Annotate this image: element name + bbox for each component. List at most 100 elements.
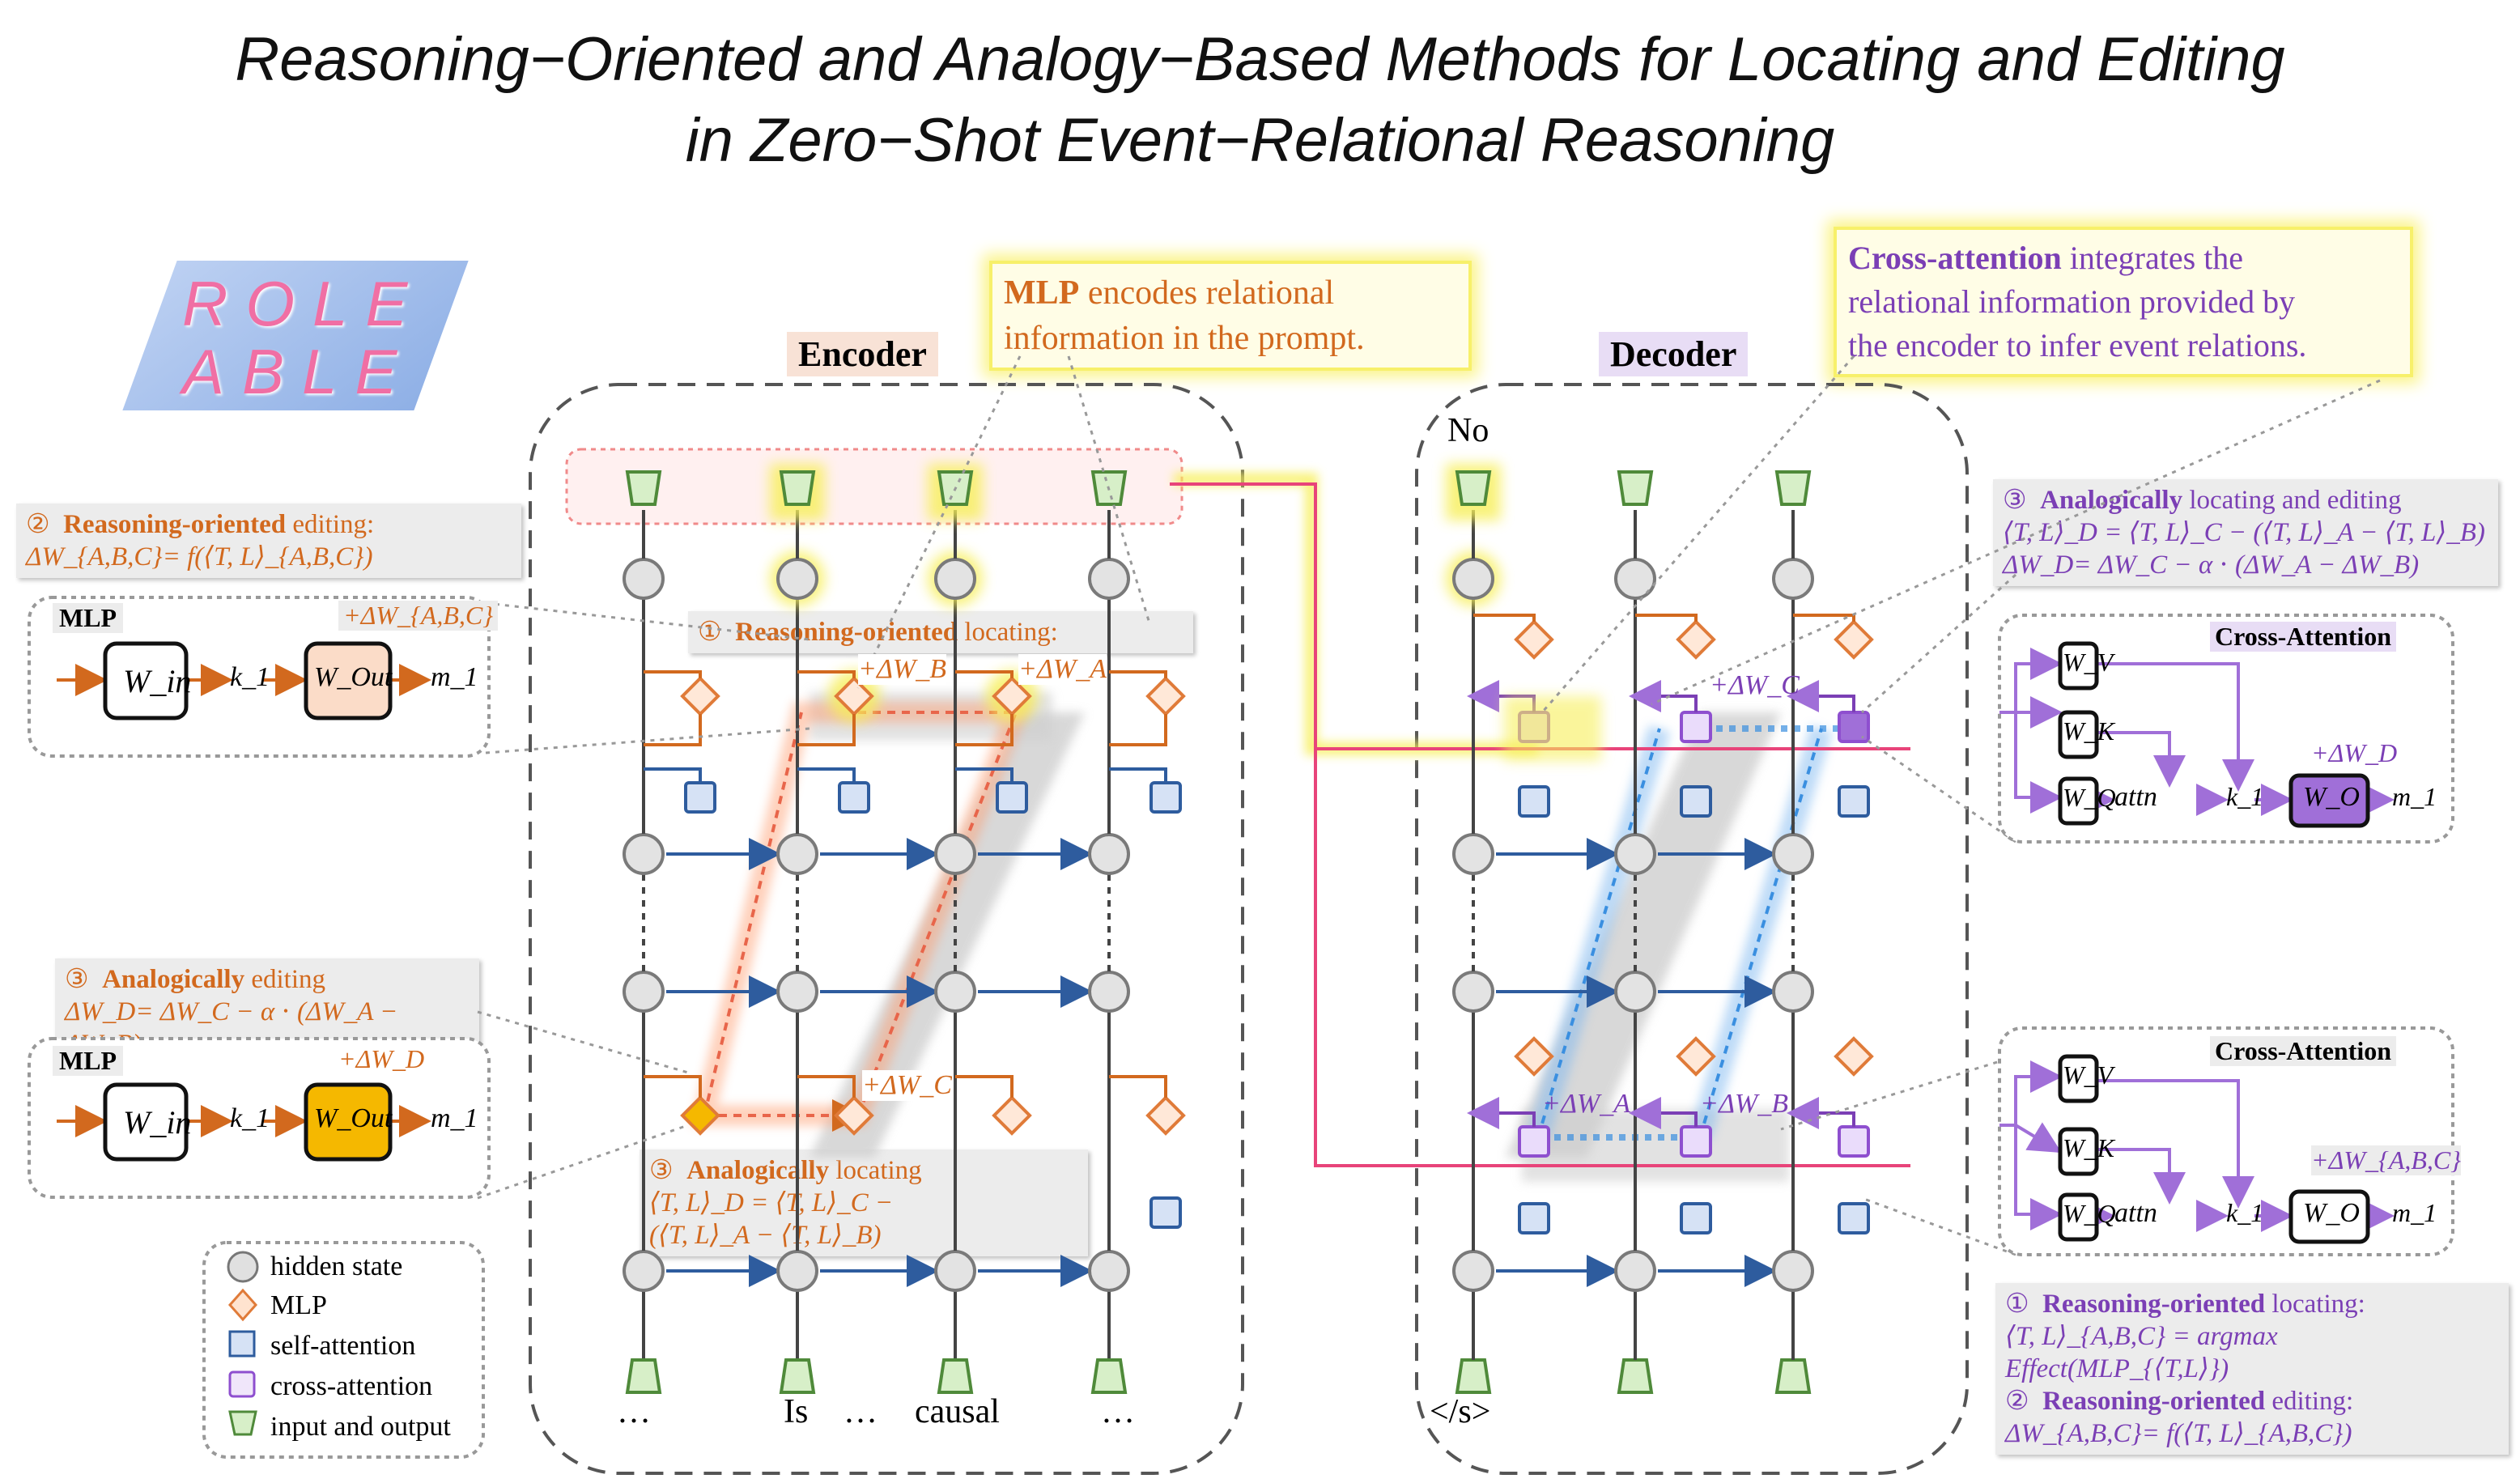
delta-c-decoder: +ΔW_C <box>1710 670 1800 700</box>
self-attention-node <box>996 781 1028 814</box>
self-attention-node <box>838 781 870 814</box>
mlp-node <box>1514 1036 1554 1077</box>
io-trapezoid <box>1774 470 1812 506</box>
hidden-state-node <box>1772 971 1814 1013</box>
delta-abc-label-right: +ΔW_{A,B,C} <box>2311 1145 2462 1175</box>
io-trapezoid <box>625 470 662 506</box>
hidden-state-node <box>934 558 976 600</box>
mlp-node <box>1145 1095 1186 1136</box>
cross-attention-callout: Cross-attention integrates the relationa… <box>1834 227 2413 377</box>
attn-label-bottom: attn <box>2114 1198 2157 1228</box>
title-line-2: in Zero−Shot Event−Relational Reasoning <box>685 106 1835 175</box>
w-q-label-top: W_Q <box>2063 783 2116 812</box>
mlp-title-top: MLP <box>53 603 124 633</box>
token-eos: </s> <box>1430 1393 1491 1430</box>
m1-label-bottom: m_1 <box>431 1103 478 1133</box>
legend-self-attention: self-attention <box>270 1331 416 1361</box>
hidden-state-node <box>1614 1250 1656 1292</box>
hidden-state-node <box>623 833 665 875</box>
token-ellipsis-3: … <box>1101 1393 1135 1430</box>
hidden-state-node <box>1614 833 1656 875</box>
hidden-state-node <box>1452 558 1494 600</box>
hidden-state-node <box>1772 558 1814 600</box>
k1-label-right-bottom: k_1 <box>2226 1198 2264 1227</box>
self-attention-node <box>1680 1202 1712 1234</box>
io-trapezoid <box>1455 1358 1492 1394</box>
token-ellipsis-2: … <box>844 1393 878 1430</box>
hidden-state-node <box>934 1250 976 1292</box>
hidden-state-node <box>776 833 818 875</box>
m1-label-right-bottom: m_1 <box>2392 1198 2437 1227</box>
self-attention-node <box>1150 781 1182 814</box>
hidden-state-node <box>776 558 818 600</box>
mlp-node <box>1514 619 1554 660</box>
legend-self-attention-icon <box>228 1330 256 1358</box>
self-attention-node <box>1680 785 1712 818</box>
mlp-node <box>1145 676 1186 716</box>
note-reasoning-editing-left: ② Reasoning-oriented editing: ΔW_{A,B,C}… <box>16 504 521 578</box>
legend-box <box>202 1241 485 1459</box>
io-trapezoid <box>1455 470 1492 506</box>
hidden-state-node <box>1088 971 1130 1013</box>
mlp-node <box>680 676 720 716</box>
token-is: Is <box>784 1393 809 1430</box>
legend-cross-attention: cross-attention <box>270 1371 433 1401</box>
role-able-logo: ROLE ABLE <box>122 261 469 410</box>
m1-label-top: m_1 <box>431 662 478 692</box>
decoder-frame <box>1415 383 1969 1475</box>
mlp-node <box>1676 619 1716 660</box>
legend-hidden-state: hidden state <box>270 1251 403 1281</box>
cross-attn-title-top: Cross-Attention <box>2210 622 2397 652</box>
w-q-label-bottom: W_Q <box>2063 1199 2116 1228</box>
legend-cross-attention-icon <box>228 1370 256 1398</box>
hidden-state-node <box>1088 833 1130 875</box>
hidden-state-node <box>1088 558 1130 600</box>
token-causal: causal <box>915 1393 1000 1430</box>
cross-attention-node <box>1680 711 1712 743</box>
hidden-state-node <box>934 971 976 1013</box>
cross-attention-node <box>1680 1125 1712 1158</box>
decoder-label: Decoder <box>1599 332 1749 376</box>
legend-input-output: input and output <box>270 1412 451 1442</box>
w-k-label-top: W_K <box>2063 716 2114 746</box>
legend-mlp-icon <box>227 1288 258 1322</box>
w-out-label-top: W_Out <box>314 662 393 692</box>
self-attention-node <box>1518 785 1550 818</box>
encoder-columns <box>623 464 1186 1394</box>
self-attention-node <box>1838 785 1870 818</box>
self-attention-node <box>1518 1202 1550 1234</box>
k1-label-right-top: k_1 <box>2226 782 2264 811</box>
note-reasoning-right: ① Reasoning-oriented locating: ⟨T, L⟩_{A… <box>1995 1283 2509 1455</box>
hidden-state-node <box>1614 971 1656 1013</box>
title-line-1: Reasoning−Oriented and Analogy−Based Met… <box>235 25 2285 94</box>
io-trapezoid <box>625 1358 662 1394</box>
delta-d-label-right: +ΔW_D <box>2311 738 2398 767</box>
k1-label-bottom: k_1 <box>230 1103 270 1133</box>
mlp-callout: MLP encodes relational information in th… <box>989 261 1472 371</box>
w-o-label-top: W_O <box>2303 782 2360 812</box>
delta-b-decoder: +ΔW_B <box>1700 1089 1788 1119</box>
hidden-state-node <box>776 1250 818 1292</box>
mlp-node <box>992 1095 1032 1136</box>
cross-attn-title-bottom: Cross-Attention <box>2210 1036 2397 1066</box>
io-trapezoid <box>1090 1358 1128 1394</box>
io-trapezoid <box>1774 1358 1812 1394</box>
hidden-state-node <box>623 558 665 600</box>
legend-input-output-icon <box>228 1410 257 1436</box>
hidden-state-node <box>1614 558 1656 600</box>
decoder-columns <box>1446 464 1874 1394</box>
k1-label-top: k_1 <box>230 662 270 692</box>
legend-hidden-state-icon <box>227 1251 259 1283</box>
legend-mlp: MLP <box>270 1290 327 1320</box>
cross-attention-node <box>1838 1125 1870 1158</box>
w-o-label-bottom: W_O <box>2303 1198 2360 1228</box>
self-attention-node <box>684 781 716 814</box>
delta-c-encoder: +ΔW_C <box>862 1070 952 1101</box>
io-trapezoid <box>779 1358 816 1394</box>
delta-d-label: +ΔW_D <box>338 1044 425 1073</box>
hidden-state-node <box>1772 833 1814 875</box>
cross-attention-node <box>1838 711 1870 743</box>
note-analogical-right: ③ Analogically locating and editing ⟨T, … <box>1993 479 2498 586</box>
attn-label-top: attn <box>2114 782 2157 812</box>
hidden-state-node <box>1088 1250 1130 1292</box>
